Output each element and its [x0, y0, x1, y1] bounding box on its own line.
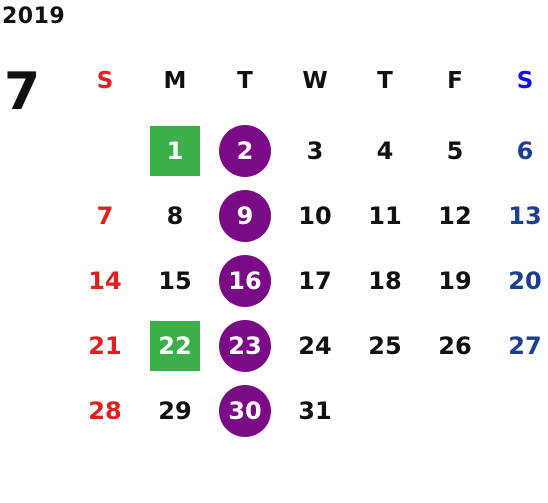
day-number: 28: [88, 396, 122, 425]
weekday-header: S M T W T F S: [70, 56, 548, 106]
day-cell[interactable]: 1: [140, 118, 210, 183]
day-number-circle-marked: 30: [219, 384, 271, 437]
day-number: 10: [298, 201, 332, 230]
weekday-wednesday: W: [302, 67, 328, 94]
day-cell[interactable]: 7: [70, 183, 140, 248]
day-cell[interactable]: 9: [210, 183, 280, 248]
day-number: 20: [508, 266, 542, 295]
day-cell[interactable]: 28: [70, 378, 140, 443]
day-cell[interactable]: 31: [280, 378, 350, 443]
day-cell[interactable]: 27: [490, 313, 548, 378]
weekday-tuesday: T: [237, 67, 253, 94]
weekday-monday: M: [163, 67, 187, 94]
weekday-thursday: T: [377, 67, 393, 94]
day-cell[interactable]: 3: [280, 118, 350, 183]
day-number-square-marked: 22: [150, 320, 200, 371]
day-number: 13: [508, 201, 542, 230]
day-cell[interactable]: 4: [350, 118, 420, 183]
day-number: 11: [368, 201, 402, 230]
day-number: 31: [298, 396, 332, 425]
day-number-circle-marked: 16: [219, 254, 271, 307]
day-cell[interactable]: 25: [350, 313, 420, 378]
day-number: 7: [96, 201, 114, 230]
day-number: 17: [298, 266, 332, 295]
day-cell[interactable]: 16: [210, 248, 280, 313]
day-number: 4: [376, 136, 394, 165]
day-cell[interactable]: 19: [420, 248, 490, 313]
day-number: 27: [508, 331, 542, 360]
day-cell[interactable]: 12: [420, 183, 490, 248]
day-number: 15: [158, 266, 192, 295]
day-number: 26: [438, 331, 472, 360]
day-cell[interactable]: 13: [490, 183, 548, 248]
day-cell[interactable]: 29: [140, 378, 210, 443]
day-cell[interactable]: 26: [420, 313, 490, 378]
day-cell[interactable]: 11: [350, 183, 420, 248]
day-cell[interactable]: 14: [70, 248, 140, 313]
weekday-saturday: S: [516, 67, 534, 94]
day-number-circle-marked: 2: [219, 124, 271, 177]
day-cell[interactable]: 24: [280, 313, 350, 378]
day-cell[interactable]: 20: [490, 248, 548, 313]
day-cell[interactable]: 23: [210, 313, 280, 378]
day-number: 21: [88, 331, 122, 360]
day-number: 24: [298, 331, 332, 360]
empty-cell: [70, 118, 140, 183]
calendar-month: 7: [4, 62, 41, 122]
day-number-circle-marked: 9: [219, 189, 271, 242]
day-cell[interactable]: 15: [140, 248, 210, 313]
day-number: 18: [368, 266, 402, 295]
weekday-friday: F: [447, 67, 463, 94]
day-cell[interactable]: 2: [210, 118, 280, 183]
day-cell[interactable]: 6: [490, 118, 548, 183]
day-number-circle-marked: 23: [219, 319, 271, 372]
day-number: 25: [368, 331, 402, 360]
day-number: 14: [88, 266, 122, 295]
day-number-square-marked: 1: [150, 125, 200, 176]
day-number: 3: [306, 136, 324, 165]
weekday-sunday: S: [96, 67, 114, 94]
day-number: 12: [438, 201, 472, 230]
day-cell[interactable]: 10: [280, 183, 350, 248]
calendar-year: 2019: [2, 4, 66, 29]
day-cell[interactable]: 18: [350, 248, 420, 313]
day-cell[interactable]: 5: [420, 118, 490, 183]
day-cell[interactable]: 17: [280, 248, 350, 313]
day-cell[interactable]: 8: [140, 183, 210, 248]
day-number: 6: [516, 136, 534, 165]
day-number: 29: [158, 396, 192, 425]
day-cell[interactable]: 21: [70, 313, 140, 378]
day-number: 5: [446, 136, 464, 165]
day-number: 19: [438, 266, 472, 295]
day-cell[interactable]: 30: [210, 378, 280, 443]
day-number: 8: [166, 201, 184, 230]
day-cell[interactable]: 22: [140, 313, 210, 378]
